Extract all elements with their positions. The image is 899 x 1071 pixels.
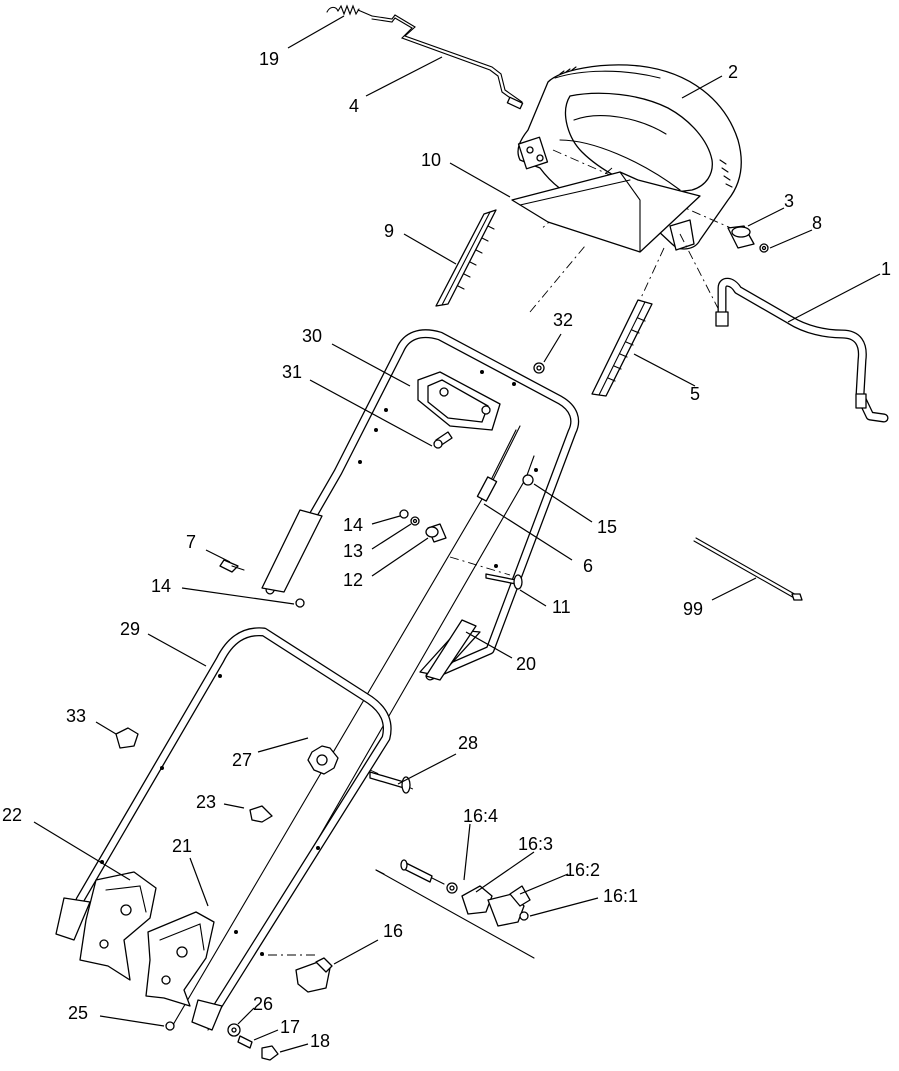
callout-16: 16 (383, 921, 403, 941)
part-8-washer (759, 243, 769, 253)
part-16-assembly (375, 859, 535, 959)
callout-15: 15 (597, 517, 617, 537)
callout-32: 32 (553, 310, 573, 330)
part-5-guide (591, 299, 653, 397)
part-17-bolt (237, 1035, 253, 1049)
part-14-nut-lower (295, 598, 305, 608)
callout-7: 7 (186, 532, 196, 552)
callout-16-2: 16:2 (565, 860, 600, 880)
part-26-washer (227, 1023, 241, 1037)
callout-6: 6 (583, 556, 593, 576)
callout-16-3: 16:3 (518, 834, 553, 854)
callout-12: 12 (343, 570, 363, 590)
callout-21: 21 (172, 836, 192, 856)
part-22-bracket (79, 871, 157, 981)
callout-25: 25 (68, 1003, 88, 1023)
part-21-bracket (145, 911, 215, 1007)
callout-3: 3 (784, 191, 794, 211)
part-32-nut (533, 362, 545, 374)
part-9-guide (435, 209, 497, 307)
callout-16-4: 16:4 (463, 806, 498, 826)
part-14-nut-upper (399, 509, 409, 519)
callout-28: 28 (458, 733, 478, 753)
part-19-spring (326, 4, 373, 17)
part-28-bolt (369, 771, 411, 794)
callout-5: 5 (690, 384, 700, 404)
callout-14-upper: 14 (343, 515, 363, 535)
part-23-plug (249, 805, 273, 823)
part-16-handle-lever (295, 957, 333, 993)
callout-19: 19 (259, 49, 279, 69)
callout-labels: 19 4 2 10 3 8 9 1 32 30 31 5 15 14 13 6 … (2, 49, 891, 1051)
callout-14-lower: 14 (151, 576, 171, 596)
part-33-plug (115, 727, 139, 749)
part-30-plate (417, 371, 501, 431)
part-7-tie (219, 559, 245, 573)
callout-11: 11 (552, 597, 571, 617)
callout-13: 13 (343, 541, 363, 561)
callout-4: 4 (349, 96, 359, 116)
leader-lines (33, 15, 881, 1053)
part-6-cable (169, 425, 521, 1031)
part-13-washer (410, 516, 420, 526)
callout-2: 2 (728, 62, 738, 82)
callout-27: 27 (232, 750, 252, 770)
part-25-nut (165, 1021, 175, 1031)
callout-30: 30 (302, 326, 322, 346)
part-20-sleeve (425, 619, 477, 681)
part-1-bail (715, 277, 889, 423)
part-11-bolt (485, 573, 523, 590)
part-27-knob (307, 745, 339, 775)
callout-9: 9 (384, 221, 394, 241)
callout-16-1: 16:1 (603, 886, 638, 906)
callout-23: 23 (196, 792, 216, 812)
callout-18: 18 (310, 1031, 330, 1051)
callout-17: 17 (280, 1017, 300, 1037)
assembly-lines (262, 149, 741, 956)
callout-33: 33 (66, 706, 86, 726)
part-18-nut (261, 1045, 279, 1061)
part-29-lower-handle (55, 627, 392, 1031)
callout-26: 26 (253, 994, 273, 1014)
part-31-screw (433, 431, 453, 449)
callout-8: 8 (812, 213, 822, 233)
callout-1: 1 (881, 259, 891, 279)
callout-99: 99 (683, 599, 703, 619)
callout-22: 22 (2, 805, 22, 825)
callout-29: 29 (120, 619, 140, 639)
part-3-bushing (727, 225, 755, 249)
part-12-clamp (425, 523, 447, 543)
callout-20: 20 (516, 654, 536, 674)
callout-31: 31 (282, 362, 302, 382)
part-4-rod (371, 14, 524, 110)
part-99-tie (693, 537, 803, 601)
callout-10: 10 (421, 150, 441, 170)
part-10-cover (511, 171, 701, 253)
